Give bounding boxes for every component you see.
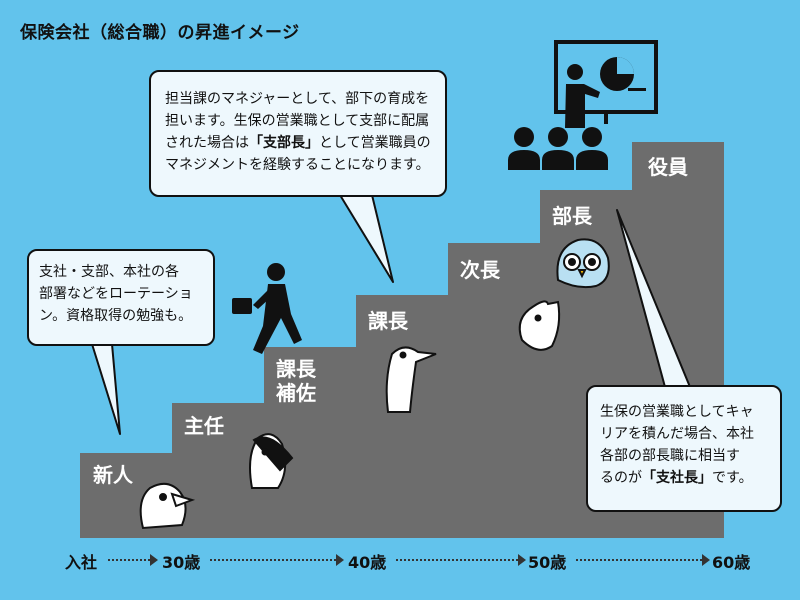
step-label-yakuin: 役員	[648, 155, 688, 179]
timeline-arrow-icon	[518, 554, 526, 566]
audience-group	[508, 127, 608, 170]
bubble-text-line: 各部の部長職に相当す	[600, 448, 740, 464]
timeline-dots	[108, 559, 150, 561]
timeline-arrow-icon	[150, 554, 158, 566]
bubble-section-manager: 担当課のマネジャーとして、部下の育成を 担います。生保の営業職として支部に配属 …	[149, 70, 447, 197]
bubble-text-line: 生保の営業職としてキャ	[600, 404, 754, 420]
bubble-new-employee: 支社・支部、本社の各 部署などをローテーショ ン。資格取得の勉強も。	[27, 249, 215, 346]
step-label-shinjin: 新人	[93, 463, 133, 487]
diagram-title: 保険会社（総合職）の昇進イメージ	[20, 23, 300, 43]
bubble-tails	[91, 194, 691, 435]
timeline-label-50: 50歳	[528, 553, 567, 572]
timeline-dots	[210, 559, 336, 561]
timeline-arrow-icon	[702, 554, 710, 566]
bucho-owl-icon	[556, 238, 610, 289]
step-label-shunin: 主任	[184, 414, 224, 438]
bubble-text-line: マネジメントを経験することになります。	[165, 157, 430, 173]
emphasis-shishacho: 「支社長」	[642, 470, 712, 486]
bird-character-icons	[139, 238, 610, 530]
timeline-dots	[396, 559, 518, 561]
timeline-label-60: 60歳	[712, 553, 751, 572]
presenter-with-audience-icon	[508, 40, 658, 170]
kacho-bird-icon	[385, 346, 437, 413]
bubble-text-line: るのが「支社長」です。	[600, 470, 753, 486]
step-label-kacho: 課長	[368, 309, 408, 333]
bubble-department-head: 生保の営業職としてキャ リアを積んだ場合、本社 各部の部長職に相当す るのが「支…	[586, 385, 782, 512]
step-label-kacho-hosa: 課長 補佐	[276, 357, 316, 405]
walking-businessman-icon	[232, 263, 302, 354]
shinjin-bird-icon	[139, 482, 196, 530]
timeline-arrow-icon	[336, 554, 344, 566]
timeline-label-30: 30歳	[162, 553, 201, 572]
jicho-bird-icon	[518, 300, 561, 351]
bubble-text-line: された場合は「支部長」として営業職員の	[165, 135, 431, 151]
timeline-label-entry: 入社	[65, 553, 98, 572]
step-label-bucho: 部長	[552, 204, 592, 228]
bubble-text-line: 担当課のマネジャーとして、部下の育成を	[165, 91, 430, 107]
emphasis-shibucho: 「支部長」	[249, 135, 319, 151]
timeline-label-40: 40歳	[348, 553, 387, 572]
timeline-dots	[576, 559, 702, 561]
bubble-text-line: リアを積んだ場合、本社	[600, 426, 754, 442]
bubble-text-line: 部署などをローテーショ	[39, 286, 193, 302]
bubble-text-line: 担います。生保の営業職として支部に配属	[165, 113, 430, 129]
bubble-text-line: 支社・支部、本社の各	[39, 264, 179, 280]
step-label-jicho: 次長	[460, 258, 500, 282]
shunin-bird-icon	[249, 433, 294, 489]
bubble-text-line: ン。資格取得の勉強も。	[39, 308, 193, 324]
staircase-shape	[80, 142, 724, 538]
